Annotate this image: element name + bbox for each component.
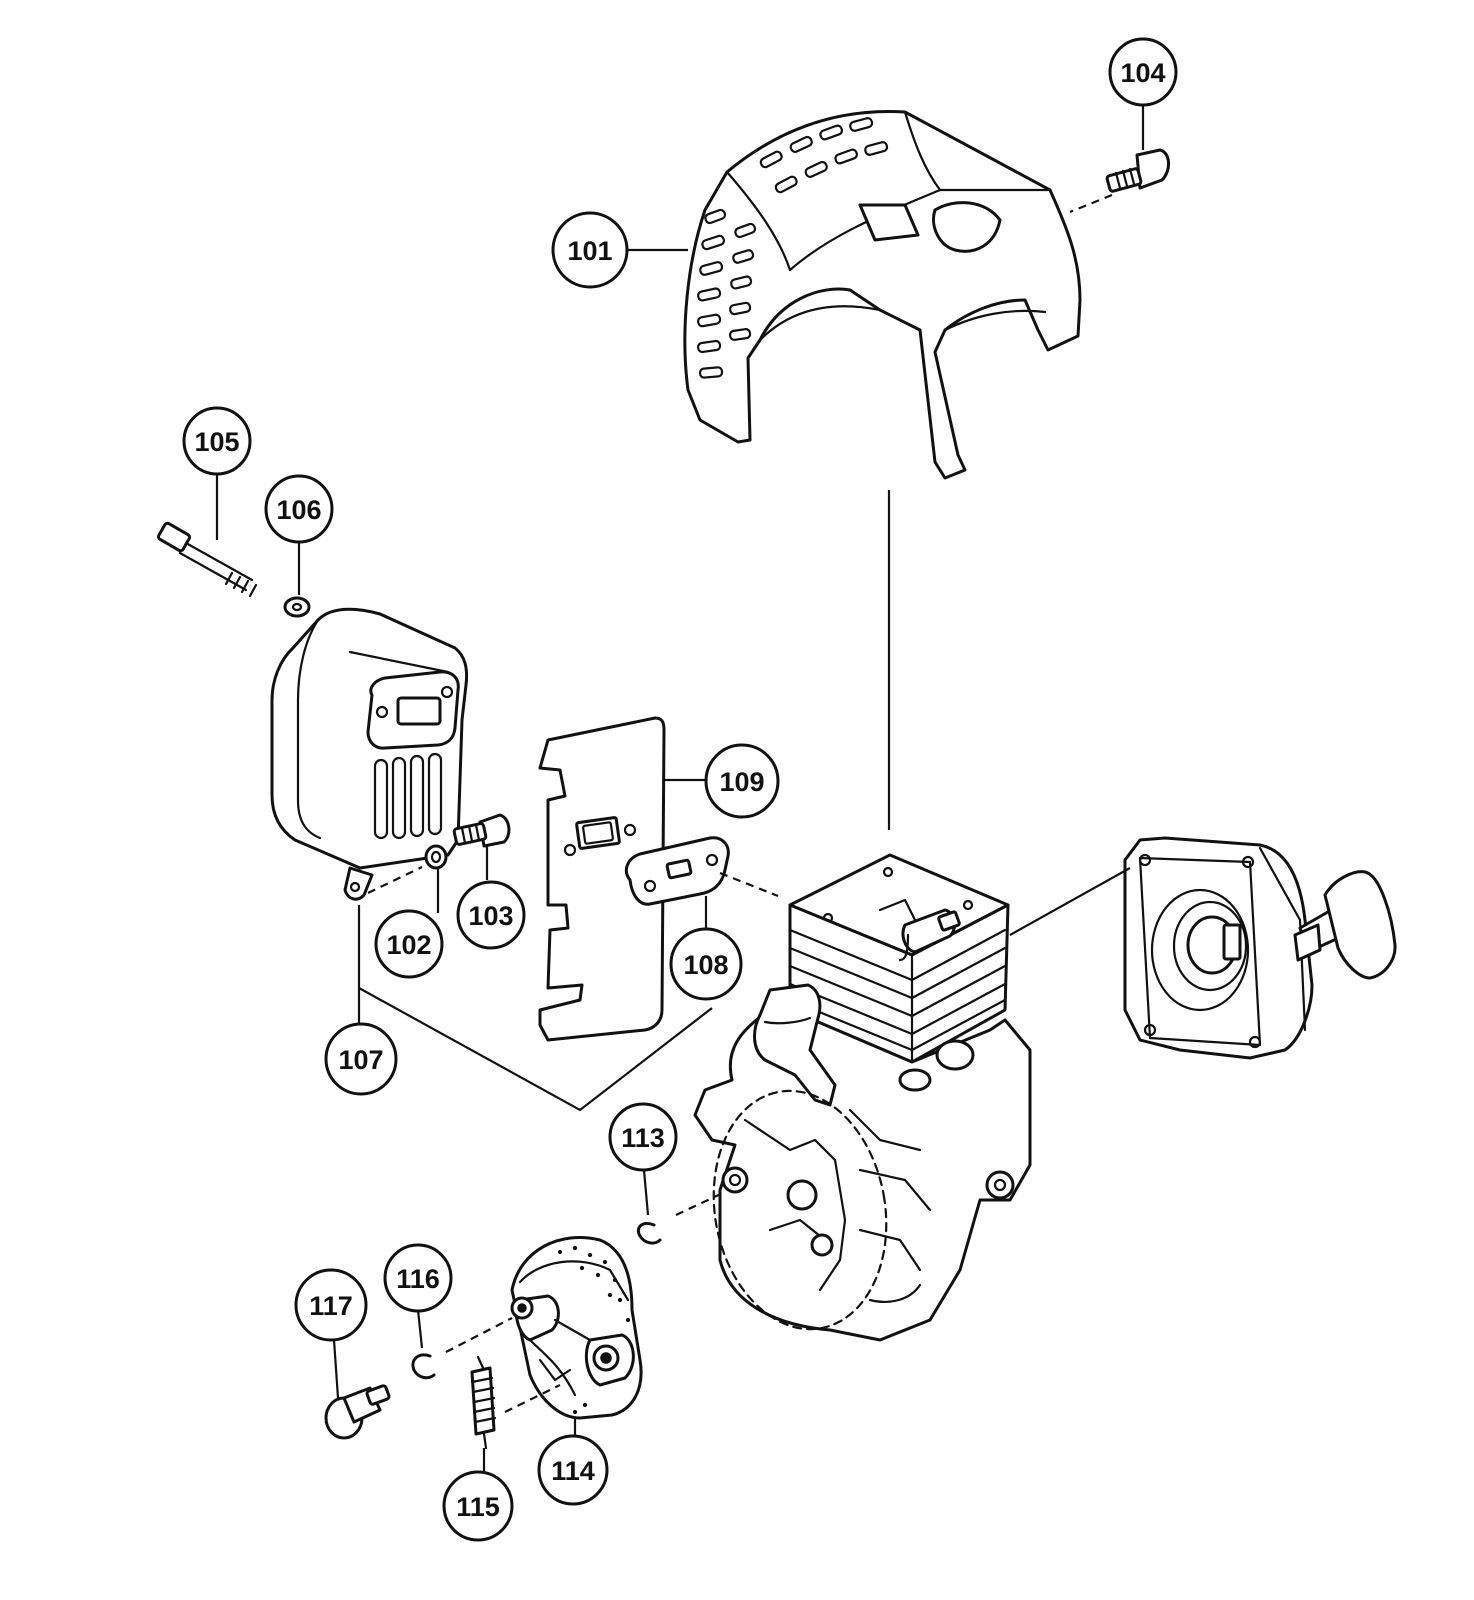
svg-text:107: 107 <box>338 1045 383 1075</box>
vent-slots <box>696 117 889 379</box>
svg-text:106: 106 <box>276 495 321 525</box>
muffler-gasket-part <box>624 836 730 906</box>
washer-part <box>283 596 311 618</box>
shoulder-bolt-part <box>324 1384 391 1440</box>
callout-106: 106 <box>264 474 334 544</box>
callout-116: 116 <box>383 1243 453 1313</box>
svg-text:117: 117 <box>309 1291 353 1321</box>
svg-text:115: 115 <box>456 1492 500 1522</box>
callout-114: 114 <box>537 1434 609 1506</box>
callout-108: 108 <box>669 927 743 1001</box>
callout-115: 115 <box>442 1470 514 1542</box>
callout-102: 102 <box>374 909 444 979</box>
svg-text:104: 104 <box>1120 58 1165 88</box>
svg-text:114: 114 <box>551 1456 595 1486</box>
flywheel-fan <box>712 1039 1015 1331</box>
svg-text:116: 116 <box>396 1264 440 1294</box>
engine-block-part <box>693 853 1032 1342</box>
svg-text:101: 101 <box>567 236 612 266</box>
callout-117: 117 <box>294 1268 368 1342</box>
recoil-starter-part <box>1123 836 1397 1060</box>
callout-107: 107 <box>324 1022 398 1096</box>
svg-text:103: 103 <box>468 901 513 931</box>
cover-bolt-part <box>1105 148 1170 193</box>
engine-cover-part <box>683 110 1082 480</box>
svg-text:108: 108 <box>683 950 728 980</box>
muffler-part <box>270 607 469 901</box>
clutch-assembly-part <box>510 1235 643 1420</box>
muffler-screw-part <box>452 813 511 848</box>
callout-113: 113 <box>608 1102 678 1172</box>
callout-101: 101 <box>551 211 629 289</box>
muffler-bolt-part <box>156 521 258 598</box>
callout-104: 104 <box>1108 37 1178 107</box>
e-clip-part <box>411 1353 436 1380</box>
callout-105: 105 <box>182 406 252 476</box>
svg-text:102: 102 <box>386 930 431 960</box>
callout-103: 103 <box>456 880 526 950</box>
circlip-part <box>636 1221 662 1245</box>
svg-text:113: 113 <box>621 1123 665 1153</box>
svg-text:109: 109 <box>719 767 764 797</box>
callout-109: 109 <box>704 743 780 819</box>
heat-shield-plate-part <box>538 716 666 1042</box>
spring-washer-part <box>424 844 448 870</box>
svg-text:105: 105 <box>194 427 239 457</box>
leader-lines <box>215 103 1145 1473</box>
clutch-spring-part <box>470 1355 497 1450</box>
